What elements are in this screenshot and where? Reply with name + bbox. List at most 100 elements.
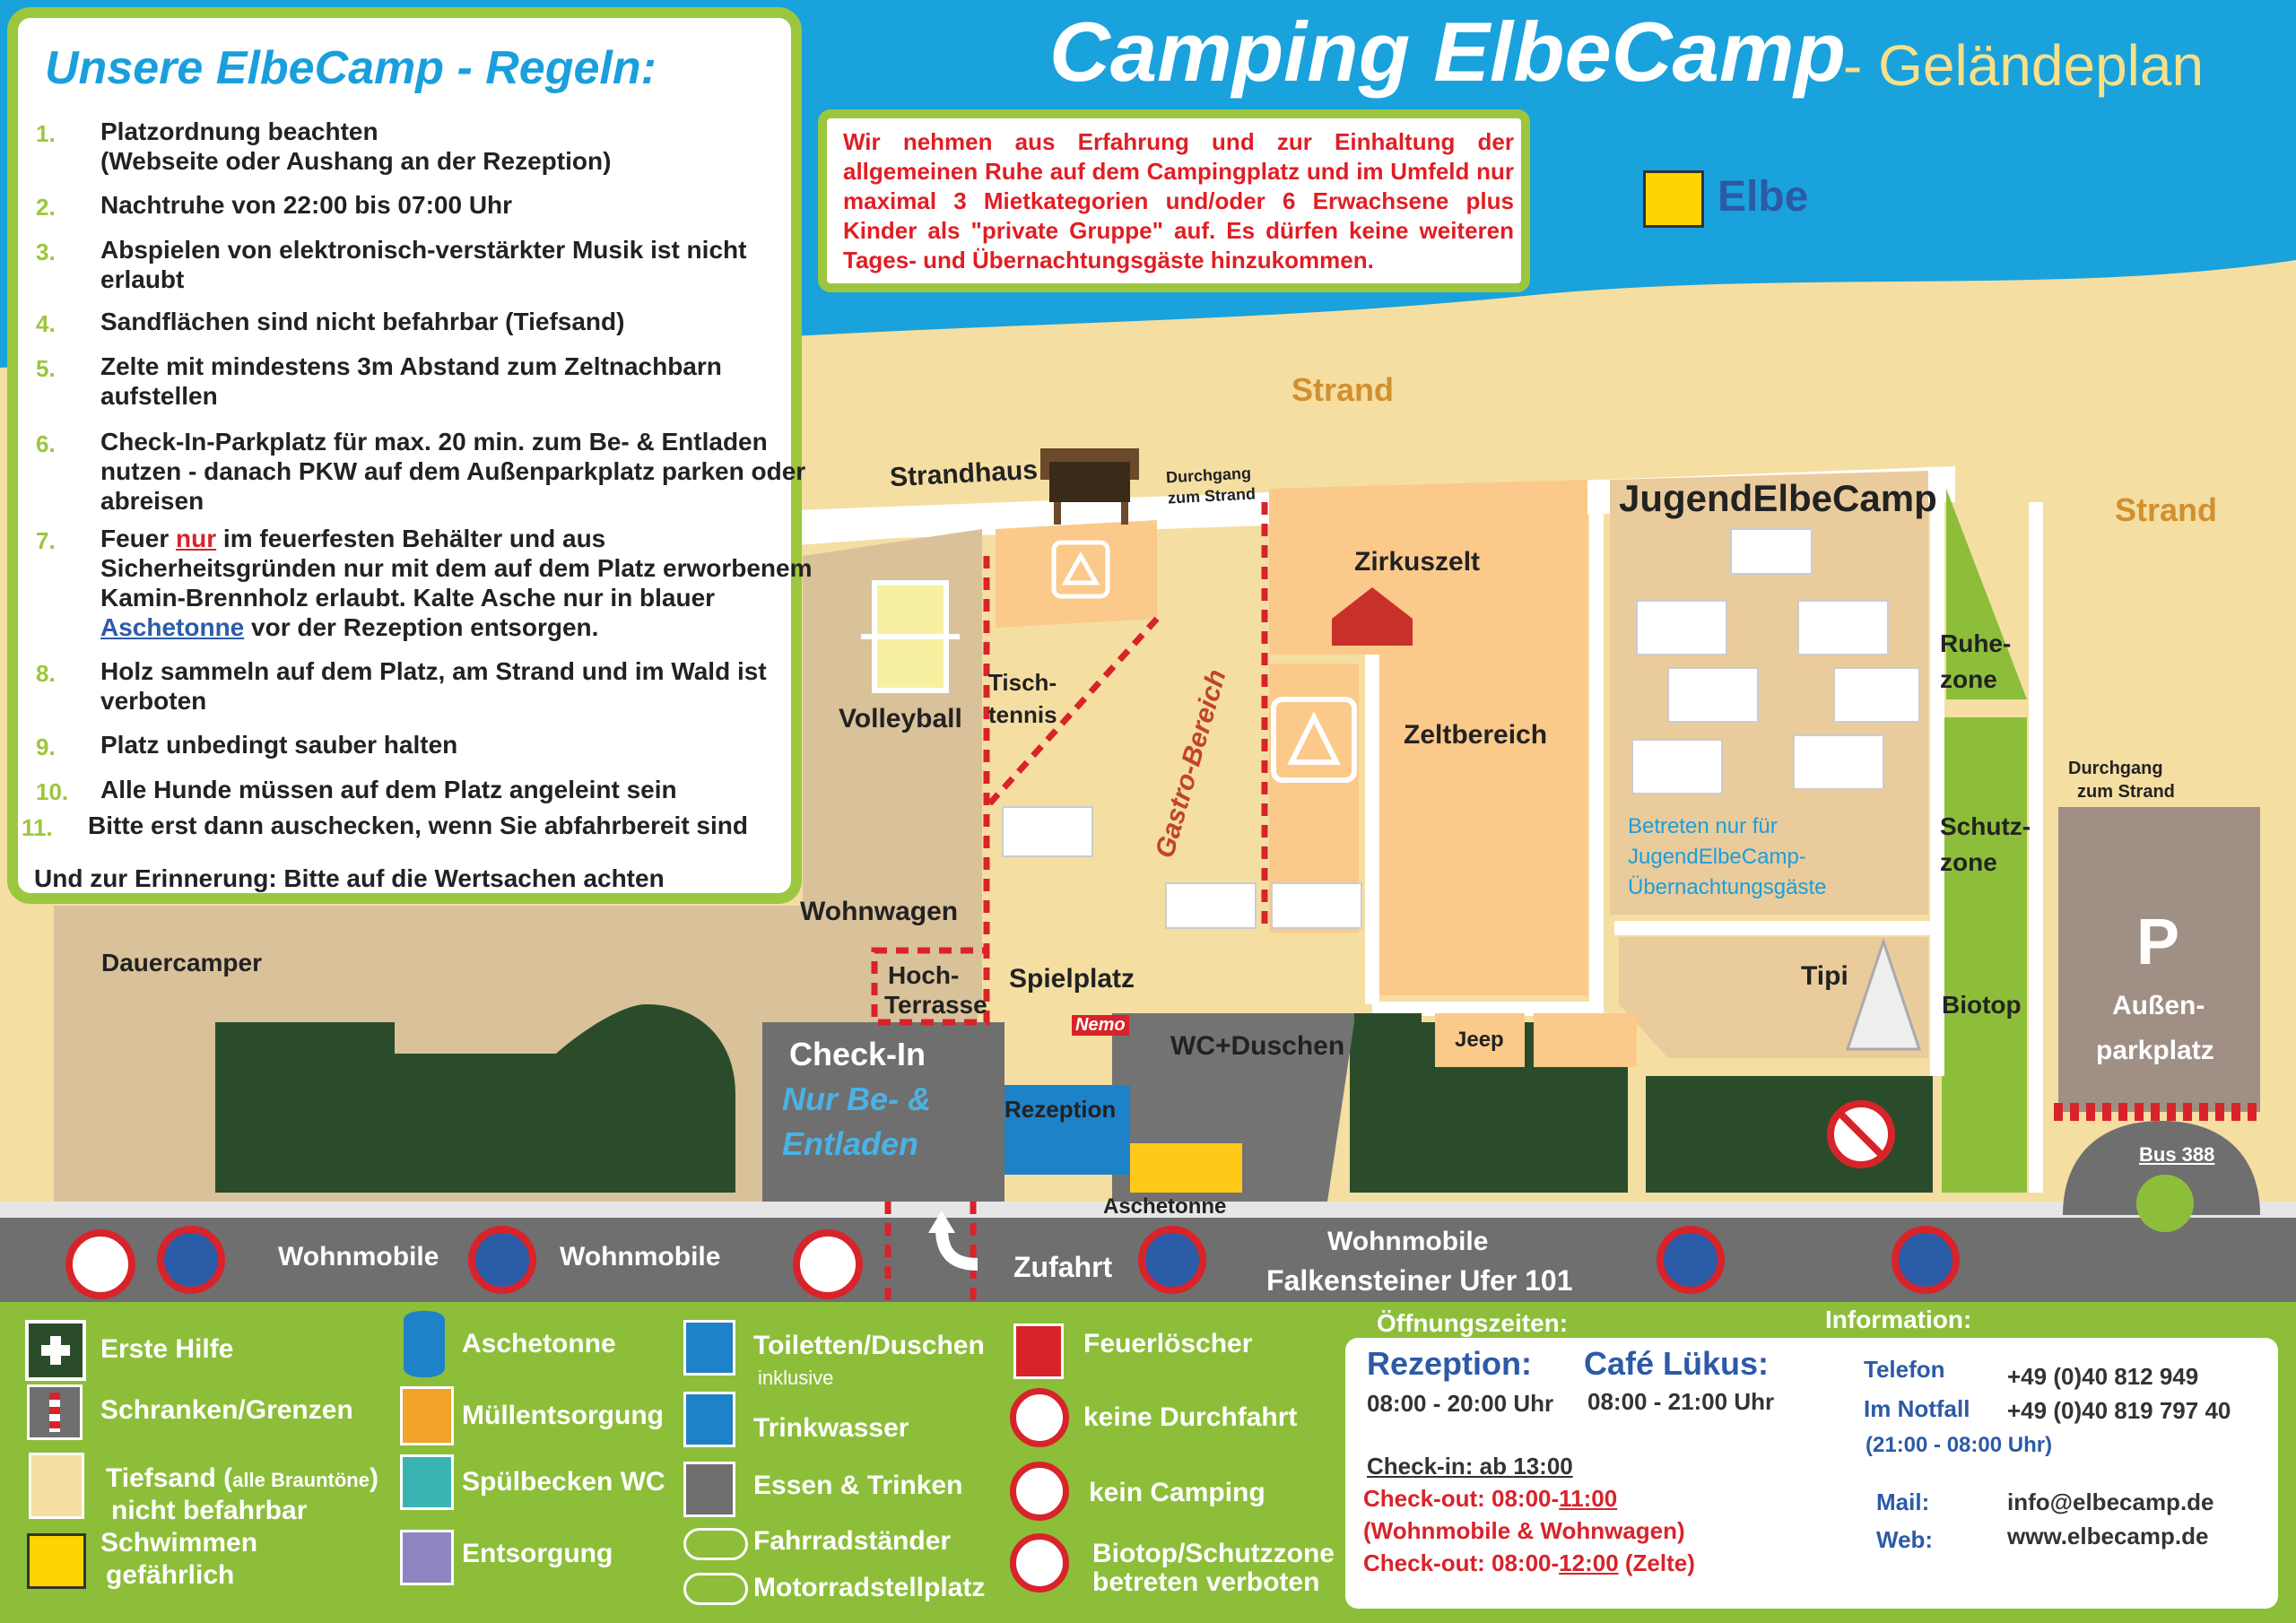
no-walking-icon bbox=[1010, 1533, 1069, 1593]
page-title: Camping ElbeCamp bbox=[1049, 4, 1846, 99]
checkin-sub-label: Nur Be- & bbox=[782, 1081, 932, 1117]
bus-label: Bus 388 bbox=[2139, 1143, 2215, 1166]
river-label: Elbe bbox=[1718, 173, 1809, 221]
road-signs bbox=[65, 1226, 1960, 1299]
dauercamper-label: Dauercamper bbox=[101, 949, 262, 976]
legend-sublabel: inklusive bbox=[758, 1367, 834, 1389]
legend-label: Schranken/Grenzen bbox=[100, 1395, 353, 1425]
legend-label: Fahrradständer bbox=[753, 1526, 952, 1556]
swim-warning-icon bbox=[27, 1533, 86, 1589]
bus-stop-circle bbox=[2136, 1175, 2194, 1232]
rules-panel: Unsere ElbeCamp - Regeln: 1.Platzordnung… bbox=[7, 7, 813, 904]
first-aid-icon bbox=[25, 1320, 86, 1381]
legend-label: Tiefsand (alle Brauntöne) bbox=[106, 1463, 378, 1493]
legend-label: Essen & Trinken bbox=[753, 1471, 963, 1500]
barrier-icon bbox=[27, 1384, 83, 1440]
schutzzone-label: Schutz- bbox=[1940, 812, 2031, 840]
legend-label: Schwimmen bbox=[100, 1528, 258, 1558]
no-camping-icon bbox=[1010, 1462, 1069, 1521]
ruhezone bbox=[1946, 489, 2027, 699]
legend-label: Aschetonne bbox=[462, 1329, 616, 1358]
aussenparkplatz-label: Außen- bbox=[2112, 991, 2205, 1020]
rezeption-label: Rezeption bbox=[1004, 1096, 1117, 1123]
tipi-label: Tipi bbox=[1801, 961, 1848, 991]
web-link[interactable]: www.elbecamp.de bbox=[2007, 1523, 2209, 1549]
rezeption-hours-label: Rezeption: bbox=[1367, 1345, 1532, 1382]
checkout-time-vehicles: Check-out: 08:00-11:00 bbox=[1363, 1485, 1618, 1512]
legend-label: keine Durchfahrt bbox=[1083, 1402, 1298, 1432]
legend-label-2: nicht befahrbar bbox=[111, 1496, 308, 1525]
sand-icon bbox=[29, 1453, 84, 1519]
emergency-number: +49 (0)40 819 797 40 bbox=[2007, 1397, 2231, 1424]
legend-label: kein Camping bbox=[1089, 1478, 1265, 1507]
sink-icon bbox=[400, 1454, 454, 1510]
legend-label: Feuerlöscher bbox=[1083, 1329, 1253, 1358]
legend-label: Motorradstellplatz bbox=[753, 1573, 986, 1602]
toilet-icon bbox=[683, 1320, 735, 1376]
cafe-hours-label: Café Lükus: bbox=[1584, 1345, 1770, 1382]
legend-label: Spülbecken WC bbox=[462, 1467, 665, 1497]
jugendcamp-label: JugendElbeCamp bbox=[1619, 477, 1937, 519]
schutzzone bbox=[1942, 717, 2027, 1193]
legend-label: Trinkwasser bbox=[753, 1413, 909, 1443]
legend-label: Entsorgung bbox=[462, 1539, 613, 1568]
motorbike-icon bbox=[683, 1573, 748, 1605]
bicycle-icon bbox=[683, 1528, 748, 1560]
tent-area-icon bbox=[1271, 697, 1357, 783]
hochterrasse-label-2: Terrasse bbox=[884, 991, 987, 1019]
cafe-hours: 08:00 - 21:00 Uhr bbox=[1587, 1388, 1775, 1415]
checkin-area bbox=[762, 1022, 1004, 1202]
jugend-note: Betreten nur für bbox=[1628, 814, 1778, 838]
tipi-tent bbox=[1845, 937, 1922, 1051]
no-entry-icon bbox=[1010, 1388, 1069, 1447]
tischtennis-label-2: tennis bbox=[988, 701, 1057, 728]
ruhezone-label-2: zone bbox=[1940, 665, 1997, 693]
legend-label: Müllentsorgung bbox=[462, 1401, 664, 1430]
checkin-time: Check-in: ab 13:00 bbox=[1367, 1453, 1573, 1480]
address-label: Falkensteiner Ufer 101 bbox=[1266, 1264, 1573, 1297]
tipi-area bbox=[1619, 937, 1928, 1058]
legend-label-2: betreten verboten bbox=[1092, 1567, 1320, 1597]
volleyball-label: Volleyball bbox=[839, 704, 962, 733]
aschetonne-label: Aschetonne bbox=[1103, 1194, 1227, 1219]
swim-warning-icon bbox=[1643, 170, 1704, 228]
legend-label: Biotop/Schutzzone bbox=[1092, 1539, 1335, 1568]
emergency-hours: (21:00 - 08:00 Uhr) bbox=[1866, 1433, 2053, 1457]
legend-label: Toiletten/Duschen bbox=[753, 1331, 985, 1360]
page-subtitle: - Geländeplan bbox=[1843, 33, 2205, 98]
trash-icon bbox=[400, 1386, 454, 1445]
aschetonne-link[interactable]: Aschetonne bbox=[100, 613, 245, 641]
ruhezone-label: Ruhe- bbox=[1940, 629, 2012, 657]
reception-building bbox=[1004, 1085, 1130, 1175]
jugend-note-2: JugendElbeCamp- bbox=[1628, 845, 1806, 869]
parking-p-label: P bbox=[2136, 907, 2180, 978]
mail-link[interactable]: info@elbecamp.de bbox=[2007, 1488, 2214, 1515]
wohnmobile-label: Wohnmobile bbox=[278, 1242, 439, 1271]
rezeption-hours: 08:00 - 20:00 Uhr bbox=[1367, 1390, 1554, 1417]
tischtennis-label: Tisch- bbox=[988, 669, 1057, 696]
opening-title: Öffnungszeiten: bbox=[1377, 1309, 1569, 1337]
nemo-label: Nemo bbox=[1072, 1015, 1129, 1036]
ash-bin-icon bbox=[404, 1311, 445, 1377]
beach-label: Strand bbox=[1292, 371, 1395, 408]
extinguisher-icon bbox=[1013, 1324, 1064, 1379]
hochterrasse-label: Hoch- bbox=[888, 961, 960, 989]
beach-label-east: Strand bbox=[2115, 491, 2218, 528]
info-box: Rezeption: 08:00 - 20:00 Uhr Café Lükus:… bbox=[1345, 1338, 2278, 1609]
aussenparkplatz-label-2: parkplatz bbox=[2096, 1036, 2214, 1065]
checkin-sub-label-2: Entladen bbox=[782, 1125, 919, 1162]
zirkuszelt-tent bbox=[1332, 587, 1413, 646]
wc-label: WC+Duschen bbox=[1170, 1031, 1345, 1061]
zeltbereich-label: Zeltbereich bbox=[1404, 720, 1548, 750]
schutzzone-label-2: zone bbox=[1940, 848, 1997, 876]
phone-label: Telefon bbox=[1864, 1356, 1945, 1383]
durchgang-east-label: Durchgang bbox=[2068, 759, 2163, 778]
checkin-label: Check-In bbox=[789, 1036, 926, 1072]
web-label: Web: bbox=[1876, 1526, 1934, 1553]
wohnmobile-east-1 bbox=[1691, 1076, 1780, 1193]
wohnmobile-label-2: Wohnmobile bbox=[560, 1242, 721, 1271]
rules-reminder: Und zur Erinnerung: Bitte auf die Wertsa… bbox=[34, 864, 665, 892]
rules-title: Unsere ElbeCamp - Regeln: bbox=[45, 42, 657, 94]
jugend-cabins bbox=[1002, 528, 1920, 929]
zirkuszelt-label: Zirkuszelt bbox=[1354, 547, 1481, 577]
